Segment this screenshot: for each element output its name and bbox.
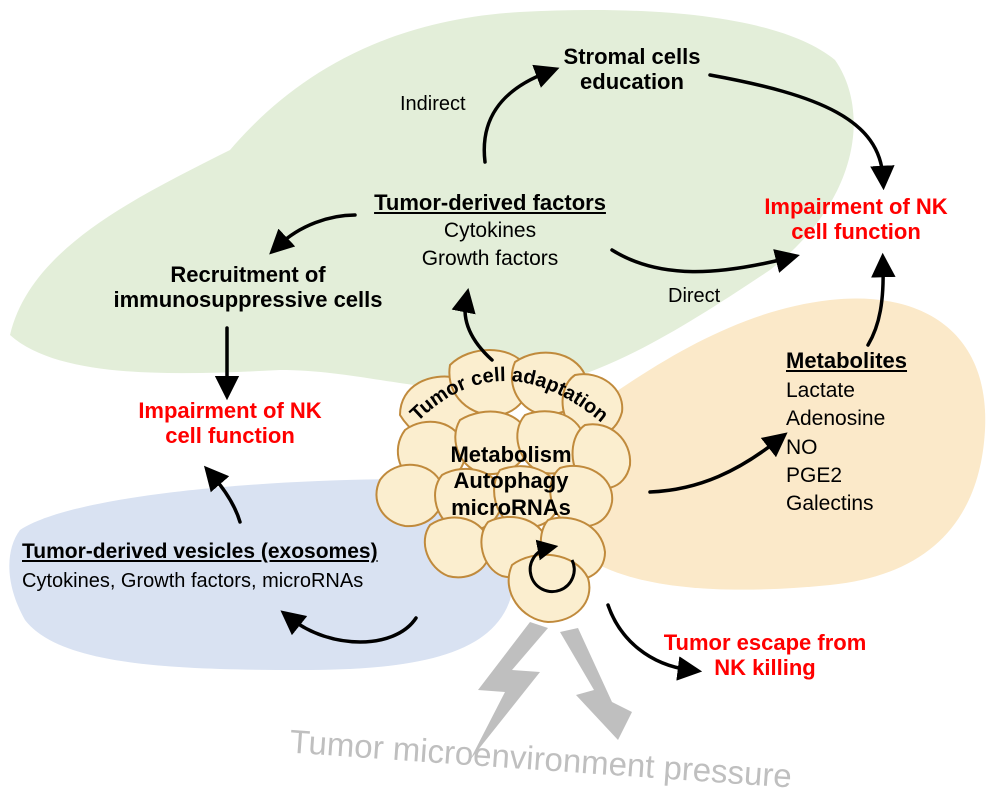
- arrow-cluster-to-escape: [606, 603, 703, 681]
- arrow-cluster-to-metabolites: [648, 432, 788, 494]
- vesicles-items: Cytokines, Growth factors, microRNAs: [22, 570, 364, 593]
- arrow-direct: [610, 248, 800, 274]
- metabolite-item: Adenosine: [786, 407, 886, 431]
- lightning-icon: [560, 628, 632, 740]
- tumor-cell: [375, 463, 445, 528]
- circular-arrow-icon: [528, 539, 576, 594]
- arrow-stromal-to-impairment: [708, 73, 895, 191]
- tumor-cell: [549, 464, 614, 528]
- factor-item: Cytokines: [443, 219, 537, 243]
- tumor-derived-factors-block: Tumor-derived factors Cytokines Growth f…: [374, 190, 606, 272]
- pressure-label: Tumor microenvironment pressure: [289, 723, 793, 795]
- arrow-factors-to-recruitment: [269, 213, 357, 255]
- arrow-metabolites-to-impairment: [866, 252, 896, 347]
- direct-label: Direct: [668, 285, 721, 307]
- vesicles-block: Tumor-derived vesicles (exosomes) Cytoki…: [22, 540, 378, 593]
- metabolites-block: Metabolites Lactate Adenosine NO PGE2 Ga…: [786, 348, 907, 520]
- metabolite-item: NO: [786, 435, 818, 459]
- green-region: [10, 9, 854, 391]
- tumor-derived-factors-title: Tumor-derived factors: [374, 190, 606, 215]
- tumor-cell-cluster: [375, 349, 632, 624]
- metabolite-item: Galectins: [786, 491, 874, 515]
- arrow-adaptation-to-factors: [451, 287, 494, 362]
- arrow-indirect: [482, 64, 560, 164]
- arrow-vesicles-to-impairment: [203, 465, 242, 524]
- arrows: [203, 64, 896, 681]
- factor-item: Growth factors: [421, 247, 559, 271]
- vesicles-title: Tumor-derived vesicles (exosomes): [22, 540, 378, 563]
- metabolite-item: Lactate: [786, 379, 855, 403]
- arrow-cluster-to-vesicles: [280, 610, 418, 644]
- lightning-icon: [470, 622, 548, 760]
- tumor-cell: [507, 553, 591, 624]
- tumor-cell: [454, 410, 530, 476]
- indirect-label: Indirect: [400, 93, 466, 115]
- metabolite-item: PGE2: [786, 463, 843, 487]
- pressure-bolts: [470, 622, 632, 760]
- tumor-cell: [423, 516, 492, 579]
- blue-region: [9, 479, 522, 670]
- metabolites-title: Metabolites: [786, 348, 908, 373]
